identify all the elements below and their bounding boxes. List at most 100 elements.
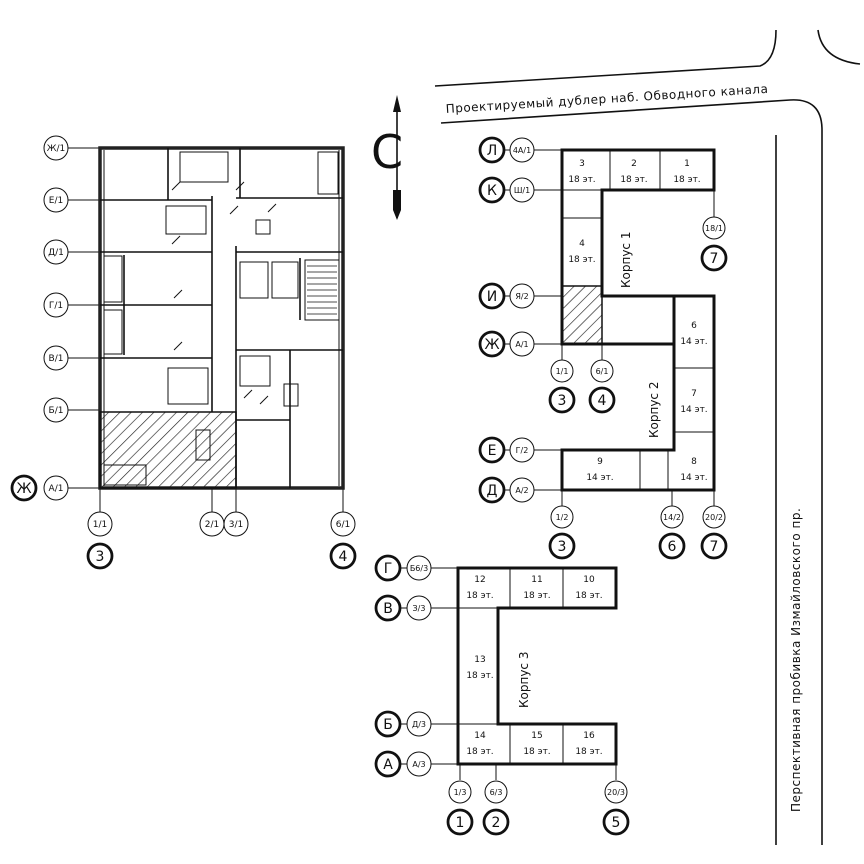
fp-axis-3-label: Г/1 [49, 301, 63, 311]
korpus3-section-3-floors: 18 эт. [466, 671, 493, 681]
north-arrow-icon [393, 95, 401, 112]
k1-bottom-axis-1: 6/1 [590, 359, 614, 383]
k3-bottom-axis-2: 20/3 [604, 780, 628, 804]
k3-row-axis-2: Д/3 [406, 711, 432, 737]
k1-row-badge-0: Л [478, 136, 506, 164]
fp-axis-0: Ж/1 [43, 135, 69, 161]
korpus-1-title: Корпус 1 [619, 232, 633, 288]
k1-row-badge-1: К [478, 176, 506, 204]
k1-bottom-axis-1-label: 6/1 [596, 367, 609, 376]
k3-bottom-axis-0-label: 1/3 [454, 788, 467, 797]
k2-bottom-badge-1: 6 [658, 532, 686, 560]
k2-bottom-axis-2-label: 20/2 [705, 513, 723, 522]
k2-row-badge-1-label: Д [487, 483, 498, 499]
fp-bottom-badge-1-label: 4 [339, 549, 348, 565]
k3-row-axis-0-label: Б6/3 [410, 564, 428, 573]
k3-bottom-badge-0-label: 1 [456, 815, 465, 831]
korpus2-section-1-number: 7 [691, 389, 697, 399]
top-road-label: Проектируемый дублер наб. Обводного кана… [445, 82, 768, 116]
korpus3-section-0-number: 12 [474, 575, 485, 585]
k3-row-axis-3-label: А/3 [412, 760, 425, 769]
k2-bottom-badge-0-label: 3 [558, 539, 567, 555]
fp-bottom-axis-1-label: 2/1 [205, 520, 219, 530]
k1-axis-18: 18/1 [702, 216, 726, 240]
k1-row-axis-2-label: Я/2 [515, 292, 528, 301]
k1-bottom-axis-0: 1/1 [550, 359, 574, 383]
k3-bottom-badge-2: 5 [602, 808, 630, 836]
korpus1-section-0-floors: 18 эт. [568, 175, 595, 185]
k1-row-axis-1-label: Ш/1 [514, 186, 530, 195]
fp-bottom-badge-1: 4 [329, 542, 357, 570]
k1-badge-7: 7 [700, 244, 728, 272]
top-road-upper-edge [434, 29, 777, 87]
korpus1-section-3-floors: 18 эт. [568, 255, 595, 265]
k3-bottom-axis-1-label: 6/3 [490, 788, 503, 797]
fp-bottom-axis-3: 6/1 [330, 511, 356, 537]
k3-row-badge-1-label: В [383, 601, 393, 617]
k3-row-badge-2-label: Б [383, 717, 393, 733]
compass-north-letter: С [371, 125, 403, 179]
k3-bottom-badge-1-label: 2 [492, 815, 501, 831]
k3-row-badge-2: Б [374, 710, 402, 738]
fp-axis-6: А/1 [43, 475, 69, 501]
fp-axis-1: Е/1 [43, 187, 69, 213]
fp-bottom-axis-0-label: 1/1 [93, 520, 107, 530]
k1-row-axis-3-label: А/1 [515, 340, 528, 349]
k3-bottom-badge-2-label: 5 [612, 815, 621, 831]
k1-row-badge-1-label: К [487, 183, 497, 199]
fp-axis-2: Д/1 [43, 239, 69, 265]
fp-bottom-axis-3-label: 6/1 [336, 520, 350, 530]
korpus2-section-2-number: 9 [597, 457, 603, 467]
fp-bottom-badge-0-label: 3 [96, 549, 105, 565]
fp-badge-row: Ж [10, 474, 38, 502]
fp-axis-6-label: А/1 [49, 484, 64, 494]
korpus1-section-2-floors: 18 эт. [673, 175, 700, 185]
k2-bottom-badge-0: 3 [548, 532, 576, 560]
k3-row-axis-1: З/3 [406, 595, 432, 621]
bathroom-fixtures [103, 151, 339, 486]
k3-row-badge-1: В [374, 594, 402, 622]
k1-row-badge-2-label: И [487, 289, 497, 305]
k2-row-badge-0: Е [478, 436, 506, 464]
k1-row-axis-0: 4А/1 [509, 137, 535, 163]
fp-bottom-axis-1: 2/1 [199, 511, 225, 537]
k2-row-axis-0: Г/2 [509, 437, 535, 463]
k1-row-badge-3: Ж [478, 330, 506, 358]
right-road-label: Перспективная пробивка Измайловского пр. [789, 508, 803, 812]
korpus2-section-1-floors: 14 эт. [680, 405, 707, 415]
fp-badge-row-label: Ж [16, 481, 31, 497]
north-compass: С [371, 95, 403, 220]
korpus2-section-0-number: 6 [691, 321, 697, 331]
k2-row-badge-1: Д [478, 476, 506, 504]
korpus2-section-2-floors: 14 эт. [586, 473, 613, 483]
fp-axis-0-label: Ж/1 [47, 144, 65, 154]
door-swings [171, 181, 277, 405]
k1-row-axis-1: Ш/1 [509, 177, 535, 203]
k1-bottom-badge-1-label: 4 [598, 393, 607, 409]
korpus3-section-4-number: 14 [474, 731, 486, 741]
fp-axis-4: В/1 [43, 345, 69, 371]
hatched-commercial-area [99, 411, 237, 489]
korpus2-section-3-floors: 14 эт. [680, 473, 707, 483]
korpus3-section-6-floors: 18 эт. [575, 747, 602, 757]
k2-row-axis-1-label: А/2 [515, 486, 528, 495]
korpus1-section-3-number: 4 [579, 239, 585, 249]
korpus2-section-0-floors: 14 эт. [680, 337, 707, 347]
korpus3-section-0-floors: 18 эт. [466, 591, 493, 601]
k1-row-axis-2: Я/2 [509, 283, 535, 309]
k3-bottom-axis-0: 1/3 [448, 780, 472, 804]
korpus3-section-1-floors: 18 эт. [523, 591, 550, 601]
k3-row-axis-0: Б6/3 [406, 555, 432, 581]
fp-axis-5-label: Б/1 [49, 406, 64, 416]
korpus3-section-6-number: 16 [583, 731, 595, 741]
korpus3-section-2-number: 10 [583, 575, 595, 585]
k3-row-axis-2-label: Д/3 [412, 720, 426, 729]
k2-bottom-badge-2: 7 [700, 532, 728, 560]
k3-row-axis-1-label: З/3 [413, 604, 426, 613]
k2-row-axis-1: А/2 [509, 477, 535, 503]
k2-bottom-badge-1-label: 6 [668, 539, 677, 555]
k2-bottom-axis-0: 1/2 [550, 505, 574, 529]
korpus3-section-5-number: 15 [531, 731, 542, 741]
korpus1-section-1-floors: 18 эт. [620, 175, 647, 185]
